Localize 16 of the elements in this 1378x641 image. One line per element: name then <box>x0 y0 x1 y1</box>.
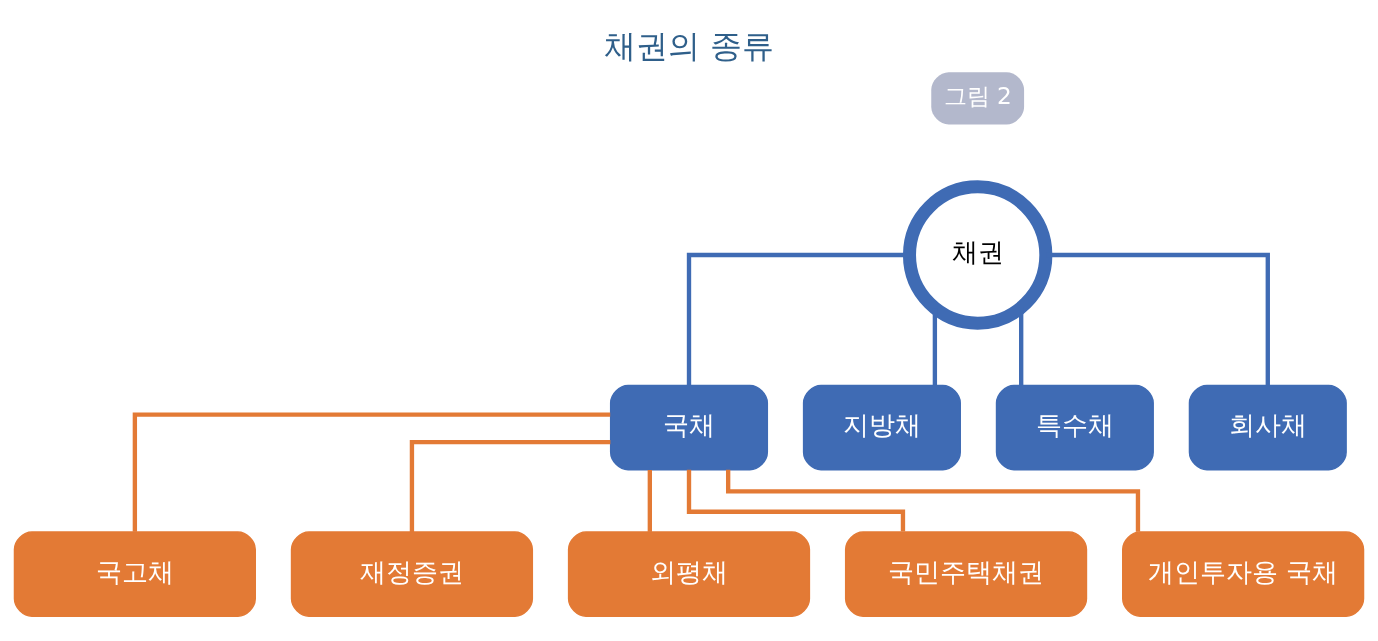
node-box: 지방채 <box>802 384 961 470</box>
connector <box>686 469 906 531</box>
node-box: 재정증권 <box>290 530 534 617</box>
connector <box>647 469 652 532</box>
node-box: 국채 <box>609 384 769 470</box>
connector <box>409 439 611 532</box>
label: 그림 2 <box>943 81 1012 109</box>
node-box: 특수채 <box>995 384 1154 470</box>
connector <box>132 411 611 532</box>
node-circle: 채권 <box>902 179 1053 330</box>
node-box: 외평채 <box>567 530 811 617</box>
node-box: 개인투자용 국채 <box>1122 530 1365 617</box>
diagram-title: 채권의 종류 <box>603 26 775 65</box>
node-box: 국고채 <box>13 530 256 617</box>
node-box: 국민주택채권 <box>844 530 1088 617</box>
node-box: 회사채 <box>1188 384 1347 470</box>
